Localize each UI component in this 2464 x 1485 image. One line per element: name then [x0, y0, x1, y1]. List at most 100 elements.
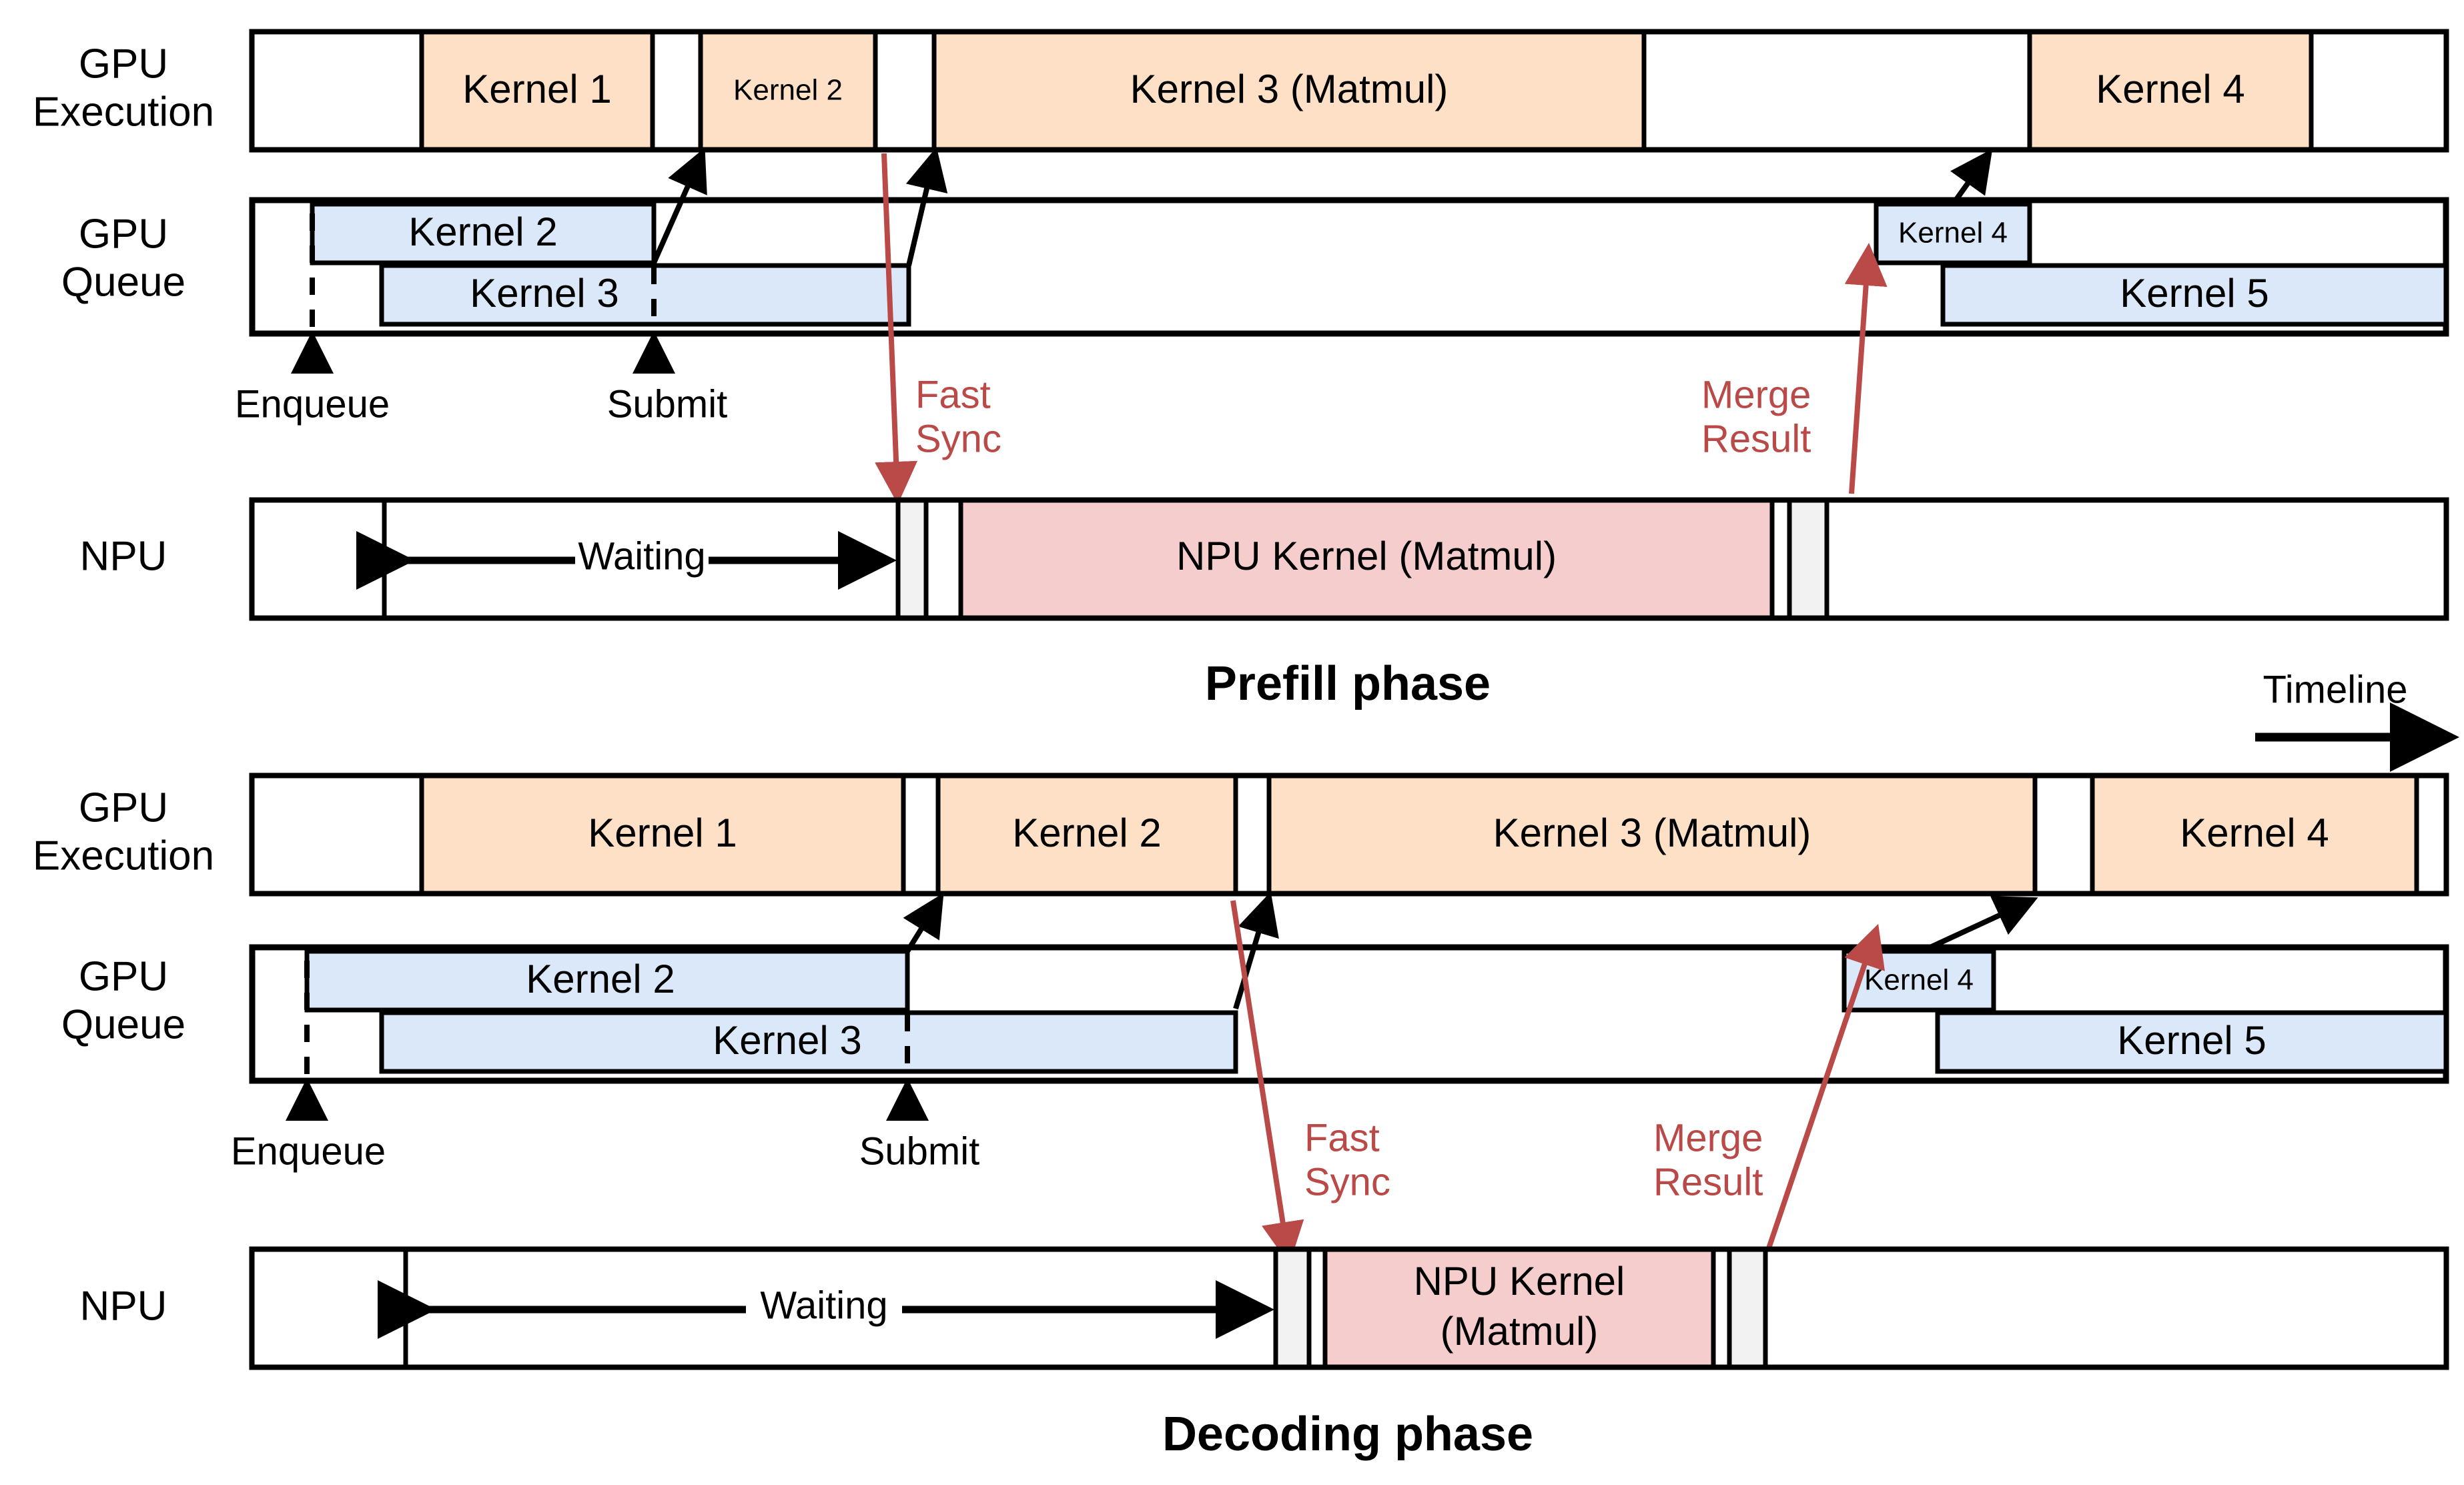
prefill-queue-kernel2 — [310, 201, 657, 266]
decoding-lead-kernel3-dispatch — [1233, 891, 1279, 1010]
prefill-npu-row: NPU Waiting NPU Kernel (Matmul) — [80, 497, 2449, 621]
decoding-waiting-label: Waiting — [760, 1284, 887, 1327]
prefill-submit-label: Submit — [607, 382, 728, 426]
decoding-gpu-exec-gap-1 — [901, 773, 941, 896]
decoding-phase-caption: Decoding phase — [1162, 1408, 1533, 1461]
decoding-npu-idle-0 — [250, 1247, 408, 1370]
decoding-npu-idle-1 — [1763, 1247, 2449, 1370]
row-label-gpu-queue-queue-dec: Queue — [61, 1001, 185, 1047]
prefill-npu-gap-2 — [1769, 498, 1792, 620]
decoding-gpu-exec-kernel2 — [935, 773, 1238, 896]
decoding-npu-row: NPU Waiting NPU Kernel (Matmul) — [80, 1246, 2449, 1370]
prefill-npu-idle-0 — [250, 498, 387, 620]
prefill-gpu-exec-gap-1 — [650, 29, 703, 152]
decoding-fast-sync-line2: Sync — [1304, 1160, 1390, 1203]
decoding-gpu-exec-kernel1-label: Kernel 1 — [588, 811, 737, 855]
prefill-queue-kernel4 — [1874, 201, 2032, 266]
prefill-enqueue-label: Enqueue — [235, 382, 390, 426]
prefill-npu-merge-slot — [1787, 498, 1829, 620]
prefill-gpu-exec-kernel4 — [2027, 29, 2314, 152]
prefill-phase-caption: Prefill phase — [1205, 657, 1491, 710]
timeline-indicator: Timeline — [2255, 668, 2459, 772]
prefill-annotations: Fast Sync Merge Result — [875, 153, 1888, 504]
decoding-gpu-exec-gap-2 — [1233, 773, 1272, 896]
row-label-execution-dec: Execution — [33, 833, 214, 879]
decoding-lead-kernel2-dispatch — [903, 893, 944, 953]
row-label-gpu-queue-gpu: GPU — [79, 211, 168, 257]
decoding-gpu-exec-kernel3-label: Kernel 3 (Matmul) — [1493, 811, 1811, 855]
prefill-lead-kernel3-dispatch — [905, 147, 948, 266]
decoding-queue-kernel2-label: Kernel 2 — [526, 957, 675, 1001]
decoding-queue-kernel5 — [1935, 1010, 2449, 1074]
decoding-annotations: Fast Sync Merge Result — [1230, 900, 1885, 1265]
prefill-fast-sync-arrow — [875, 153, 918, 504]
decoding-merge-result-line2: Result — [1653, 1160, 1763, 1203]
prefill-gpu-queue-row: GPU Queue Kernel 2 Kernel 3 Kernel 4 Ker… — [61, 147, 2449, 426]
decoding-npu-kernel-matmul — [1322, 1247, 1716, 1370]
decoding-npu-gap-1 — [1306, 1247, 1328, 1370]
prefill-gpu-exec-idle-3 — [1641, 29, 2032, 152]
prefill-queue-kernel5 — [1940, 263, 2449, 327]
row-label-execution: Execution — [33, 89, 214, 135]
prefill-merge-result-arrow — [1844, 243, 1888, 494]
prefill-queue-kernel3-label: Kernel 3 — [470, 271, 619, 316]
prefill-npu-idle-1 — [1824, 498, 2449, 620]
prefill-merge-result-line1: Merge — [1701, 373, 1811, 416]
decoding-queue-kernel4-label: Kernel 4 — [1864, 964, 1974, 997]
row-label-npu-dec: NPU — [80, 1283, 167, 1329]
decoding-gpu-exec-idle-0 — [250, 773, 424, 896]
row-label-gpu-queue-gpu-dec: GPU — [79, 953, 168, 999]
decoding-gpu-exec-kernel3 — [1266, 773, 2038, 896]
prefill-gpu-exec-kernel3-label: Kernel 3 (Matmul) — [1130, 67, 1449, 111]
prefill-npu-kernel-label: NPU Kernel (Matmul) — [1176, 534, 1557, 578]
prefill-npu-gap-1 — [923, 498, 963, 620]
decoding-npu-gap-2 — [1711, 1247, 1732, 1370]
prefill-fast-sync-line2: Sync — [915, 417, 1001, 460]
prefill-lead-kernel4-dispatch — [1950, 148, 1993, 206]
prefill-queue-kernel4-label: Kernel 4 — [1898, 217, 2008, 250]
decoding-enqueue-label: Enqueue — [231, 1129, 386, 1173]
row-label-gpu-queue-queue: Queue — [61, 259, 185, 305]
prefill-npu-sync-slot — [895, 498, 929, 620]
prefill-fast-sync-line1: Fast — [915, 373, 991, 416]
decoding-gpu-queue-row: GPU Queue Kernel 2 Kernel 3 Kernel 4 Ker… — [61, 891, 2449, 1173]
decoding-fast-sync-line1: Fast — [1304, 1116, 1380, 1159]
prefill-queue-kernel2-label: Kernel 2 — [408, 209, 557, 254]
prefill-waiting-label: Waiting — [578, 534, 705, 578]
decoding-npu-sync-slot — [1273, 1247, 1312, 1370]
decoding-gpu-exec-kernel4-label: Kernel 4 — [2180, 811, 2329, 855]
prefill-gpu-exec-kernel4-label: Kernel 4 — [2096, 67, 2244, 111]
decoding-merge-result-line1: Merge — [1653, 1116, 1763, 1159]
decoding-gpu-exec-gap-3 — [2032, 773, 2095, 896]
row-label-npu: NPU — [80, 533, 167, 579]
decoding-merge-result-arrow — [1764, 923, 1885, 1256]
decoding-queue-kernel3-label: Kernel 3 — [713, 1018, 861, 1063]
prefill-queue-kernel3 — [379, 263, 911, 327]
decoding-npu-kernel-label-line2: (Matmul) — [1441, 1309, 1599, 1354]
timeline-label: Timeline — [2263, 668, 2407, 711]
decoding-gpu-execution-row: GPU Execution Kernel 1 Kernel 2 Kernel 3… — [33, 773, 2449, 897]
decoding-queue-kernel3 — [379, 1010, 1238, 1074]
decoding-queue-kernel5-label: Kernel 5 — [2117, 1018, 2266, 1063]
decoding-fast-sync-arrow — [1230, 900, 1304, 1265]
prefill-gpu-exec-gap-2 — [873, 29, 937, 152]
prefill-gpu-exec-idle-4 — [2309, 29, 2449, 152]
prefill-queue-kernel5-label: Kernel 5 — [2120, 271, 2269, 316]
decoding-gpu-exec-idle-4 — [2414, 773, 2449, 896]
decoding-npu-kernel-label-line1: NPU Kernel — [1414, 1259, 1625, 1304]
prefill-gpu-exec-idle-0 — [250, 29, 424, 152]
decoding-queue-kernel2 — [304, 949, 910, 1013]
prefill-gpu-exec-kernel2 — [698, 29, 878, 152]
row-label-gpu-dec: GPU — [79, 785, 168, 831]
prefill-lead-kernel2-dispatch — [651, 147, 707, 264]
prefill-gpu-execution-row: GPU Execution Kernel 1 Kernel 2 Kernel 3… — [33, 29, 2449, 153]
prefill-gpu-exec-kernel1 — [419, 29, 655, 152]
decoding-npu-merge-slot — [1727, 1247, 1768, 1370]
row-label-gpu: GPU — [79, 41, 168, 87]
decoding-gpu-exec-kernel1 — [419, 773, 906, 896]
prefill-gpu-exec-kernel1-label: Kernel 1 — [462, 67, 611, 111]
prefill-gpu-exec-kernel2-label: Kernel 2 — [733, 74, 843, 107]
prefill-merge-result-line2: Result — [1701, 417, 1811, 460]
